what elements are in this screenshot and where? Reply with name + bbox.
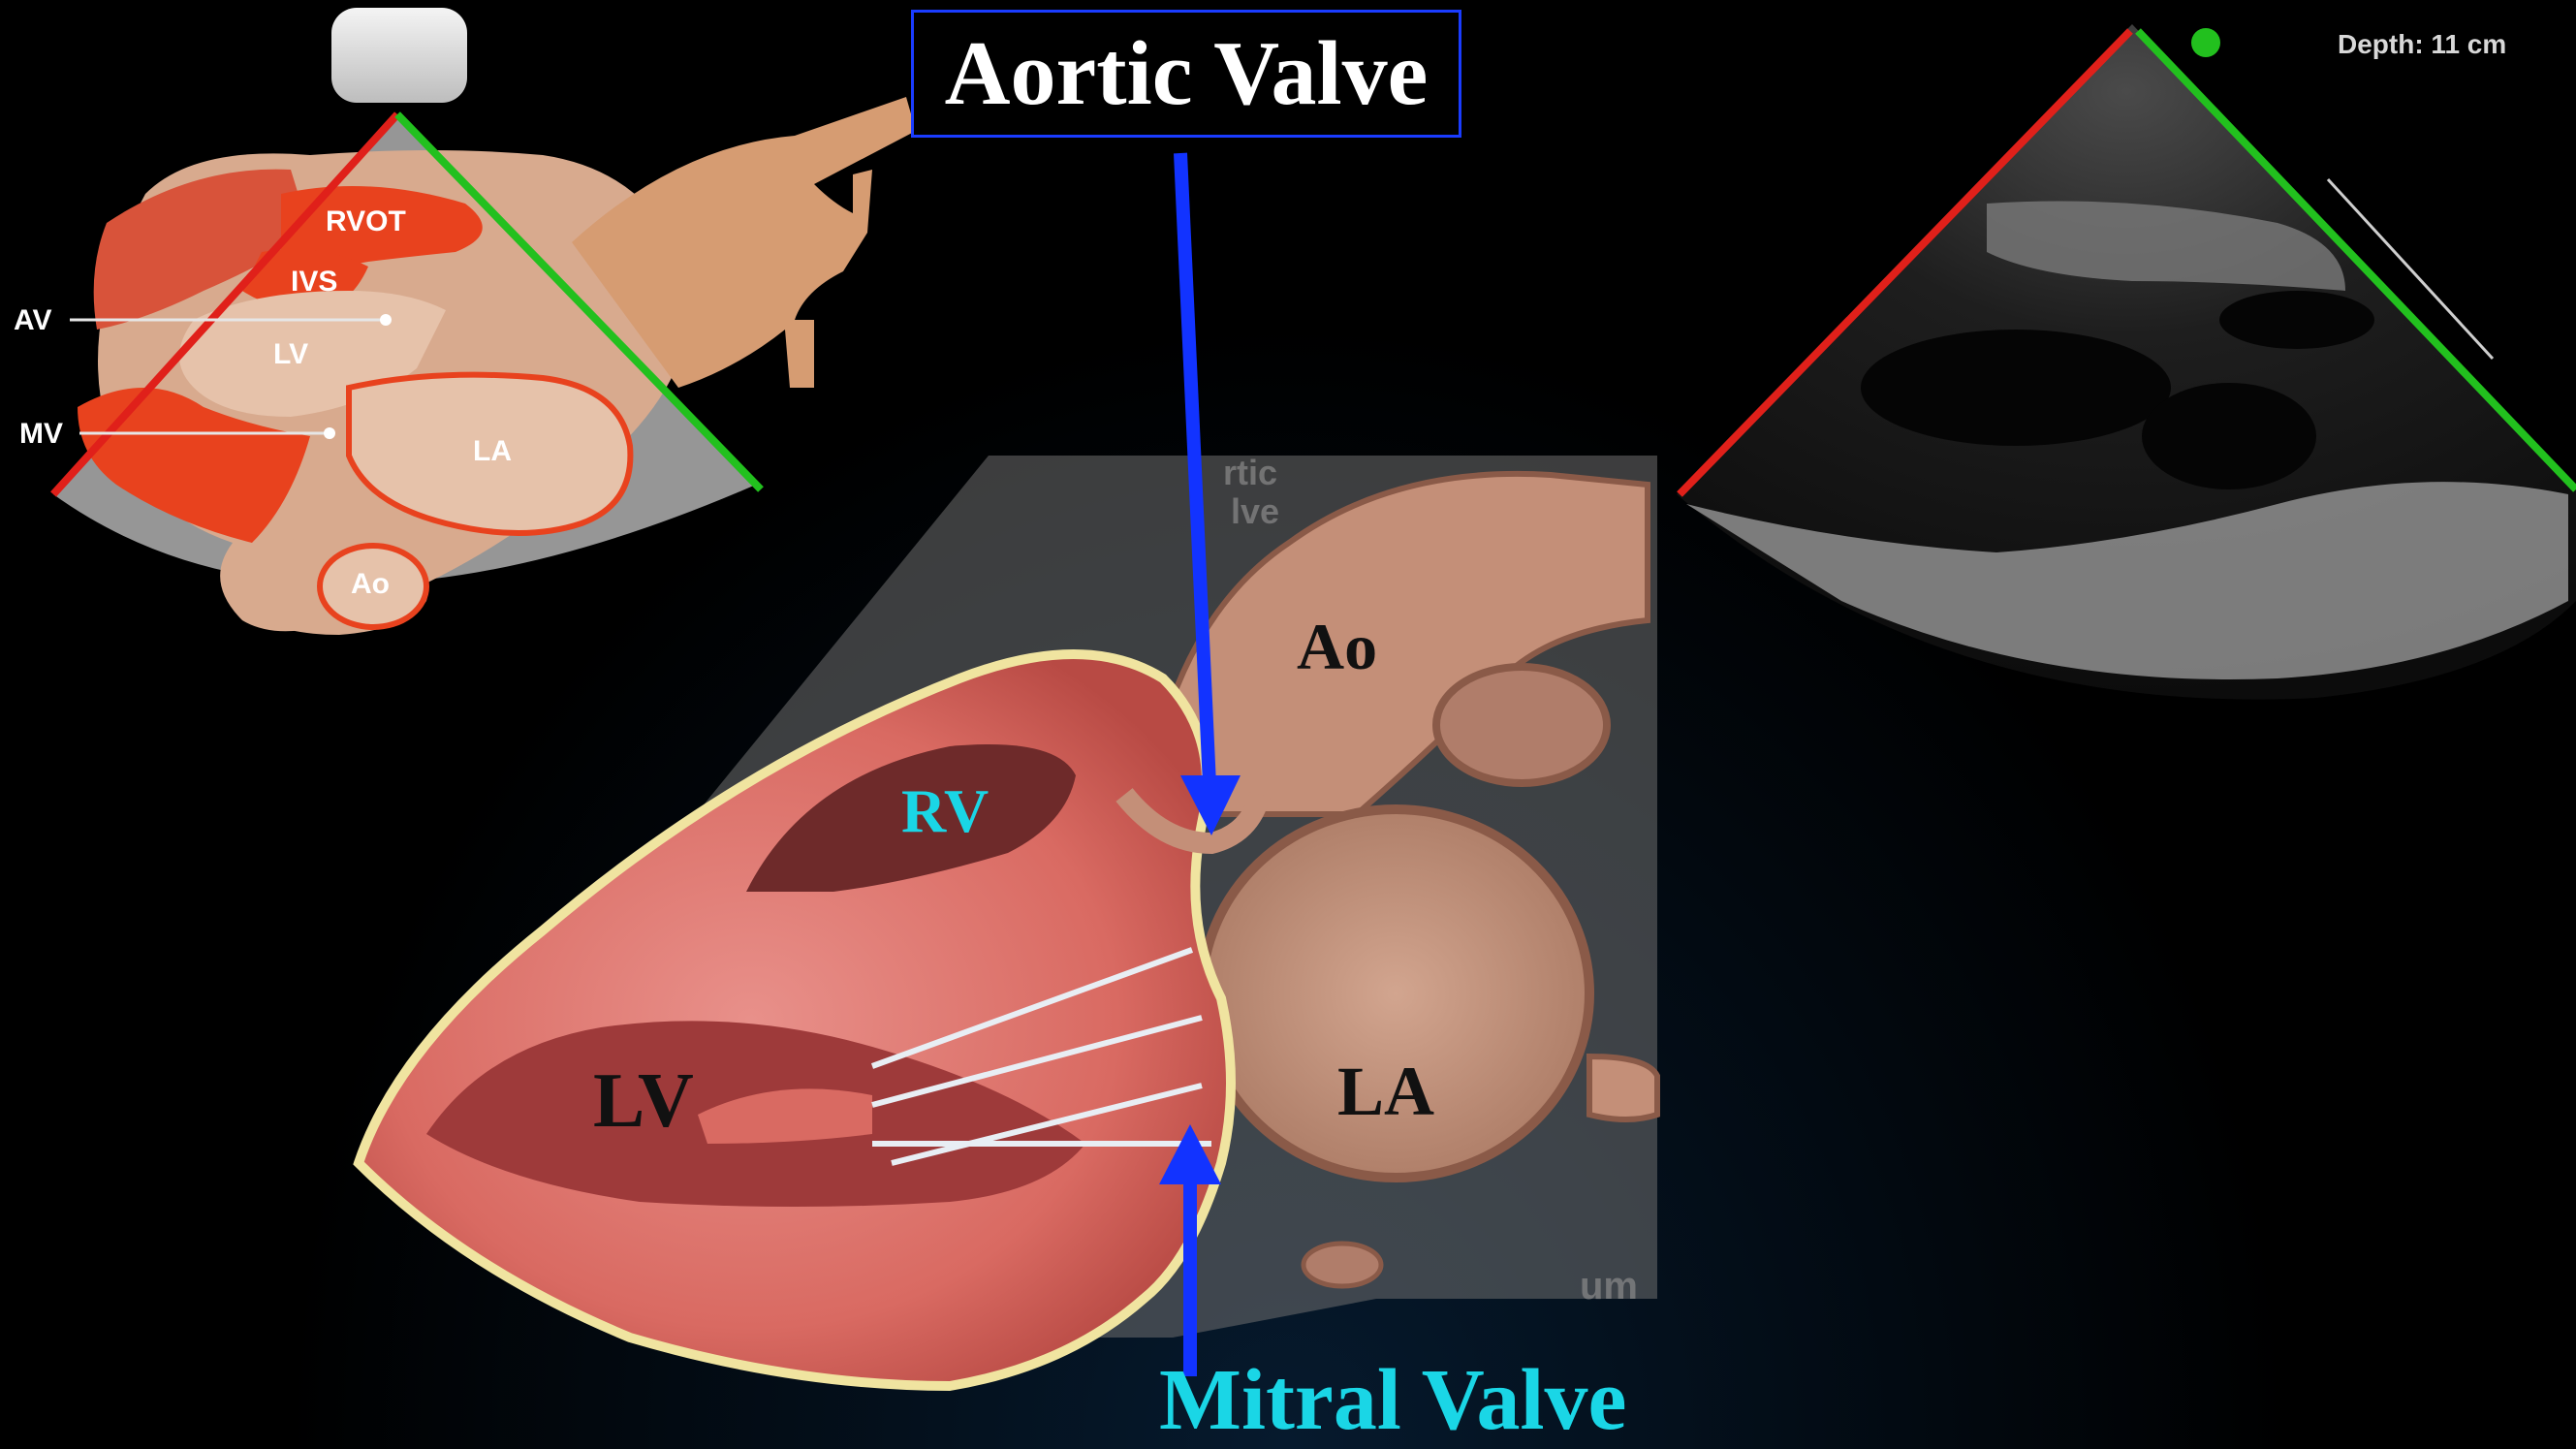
anatomy-label-ao: Ao (1297, 610, 1377, 683)
faded-text-aortic: rtic (1223, 453, 1277, 492)
probe-icon (331, 8, 467, 103)
faded-text-septum: um (1580, 1265, 1638, 1307)
schematic-label-la: LA (473, 435, 512, 467)
anatomy-label-lv: LV (593, 1058, 694, 1144)
schematic-label-ao: Ao (351, 568, 390, 600)
echo-chamber-ao (2219, 291, 2374, 349)
mv-pointer-dot (324, 427, 335, 439)
coronary-sinus (1304, 1244, 1381, 1286)
pointer-label-mv: MV (19, 418, 63, 450)
pointer-label-av: AV (14, 304, 51, 336)
av-pointer-dot (380, 314, 392, 326)
anatomy-label-la: LA (1337, 1053, 1434, 1130)
anatomy-illustration: RV LV LA Ao rtic lve um (359, 453, 1657, 1386)
schematic-label-lv: LV (273, 338, 308, 370)
depth-readout: Depth: 11 cm (2338, 29, 2506, 60)
mitral-valve-label: Mitral Valve (1159, 1357, 1626, 1444)
ventricles (359, 654, 1231, 1386)
slide-title: Aortic Valve (911, 10, 1461, 138)
echo-chamber-lv (1861, 330, 2171, 446)
ultrasound-image (1677, 24, 2576, 700)
anatomy-label-rv: RV (901, 776, 989, 845)
orientation-marker-icon (2191, 28, 2220, 57)
ao-cross-section (1436, 667, 1607, 783)
slide-title-text: Aortic Valve (945, 21, 1429, 126)
schematic-label-rvot: RVOT (326, 205, 406, 237)
echo-chamber-la (2142, 383, 2316, 489)
schematic-label-ivs: IVS (291, 266, 337, 298)
pulmonary-vein (1589, 1056, 1657, 1119)
faded-text-valve: lve (1231, 491, 1279, 531)
schematic-diagram: RVOT IVS LV LA Ao AV MV (14, 8, 916, 635)
